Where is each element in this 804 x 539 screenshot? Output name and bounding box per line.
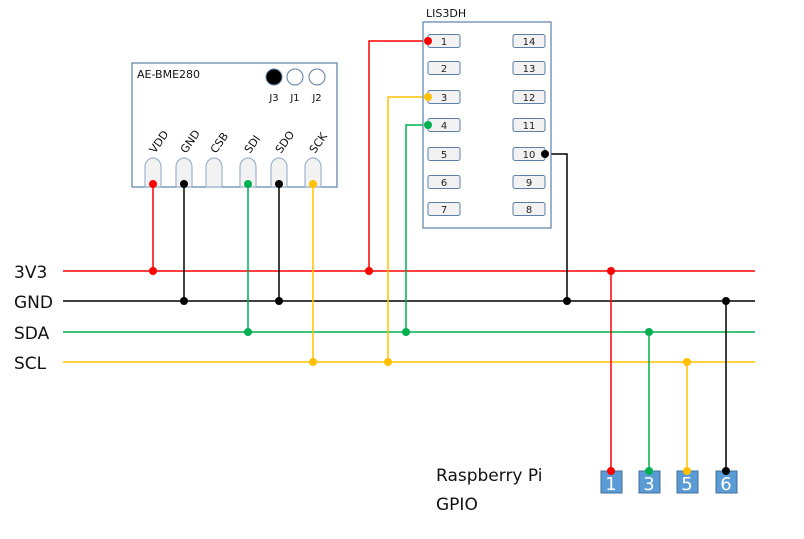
raspberry-pi: Raspberry Pi GPIO 1 3 5 6 (436, 466, 738, 515)
lis3dh-pin-label: 3 (441, 93, 447, 104)
lis3dh-pin-label: 8 (526, 205, 532, 216)
lis3dh-pin-9 (512, 175, 546, 189)
pin-dot (275, 180, 283, 188)
lis3dh-pin-label: 6 (441, 178, 447, 189)
lis3dh-pin-8 (512, 202, 546, 216)
junction-dot (563, 297, 571, 305)
rail-label-3v3: 3V3 (14, 263, 47, 283)
bme280-pin-vdd (144, 157, 162, 188)
bme280-pin-sdi (239, 157, 257, 188)
lis3dh-pin-2 (427, 61, 461, 75)
lis3dh-pin-label: 13 (523, 64, 536, 75)
lis3dh-pin-label: 7 (441, 205, 447, 216)
rail-label-gnd: GND (14, 293, 53, 313)
rpi-title: Raspberry Pi (436, 466, 543, 486)
pin-dot (645, 467, 653, 475)
bme280-pin-csb (205, 157, 223, 188)
lis3dh-pin-13 (512, 61, 546, 75)
lis3dh-pin-label: 11 (523, 121, 536, 132)
bme280-pin-sck (304, 157, 322, 188)
rail-label-sda: SDA (14, 324, 50, 344)
junction-dot (402, 328, 410, 336)
pin-dot (683, 467, 691, 475)
jumper-j2 (308, 68, 326, 86)
bme280-pin-gnd (175, 157, 193, 188)
jumper-label: J2 (311, 93, 321, 104)
gpio-pin-label: 5 (681, 474, 692, 495)
wire-lis3dh-3 (387, 96, 428, 362)
jumper-j1 (286, 68, 304, 86)
junction-dot (309, 358, 317, 366)
lis3dh-pin-label: 5 (441, 150, 447, 161)
junction-dot (722, 297, 730, 305)
lis3dh-title: LIS3DH (426, 7, 466, 20)
lis3dh-pin-label: 9 (526, 178, 532, 189)
lis3dh-pin-12 (512, 90, 546, 104)
junction-dot (607, 267, 615, 275)
bme280-title: AE-BME280 (137, 68, 200, 81)
gpio-pin-label: 3 (643, 474, 654, 495)
junction-dot (275, 297, 283, 305)
wire-lis3dh-10 (545, 153, 568, 301)
pin-dot (541, 150, 549, 158)
lis3dh-pin-label: 12 (523, 93, 536, 104)
lis3dh-pin-label: 10 (523, 150, 536, 161)
junction-dot (180, 297, 188, 305)
jumper-j3 (265, 68, 283, 86)
lis3dh-pin-5 (427, 147, 461, 161)
junction-dot (365, 267, 373, 275)
lis3dh-pin-label: 2 (441, 64, 447, 75)
pin-dot (180, 180, 188, 188)
pin-dot (607, 467, 615, 475)
rail-label-scl: SCL (14, 354, 47, 374)
lis3dh-pin-7 (427, 202, 461, 216)
bme280-jumpers: J3 J1 J2 (265, 68, 326, 104)
jumper-label: J3 (268, 93, 278, 104)
jumper-label: J1 (289, 93, 299, 104)
pin-dot (149, 180, 157, 188)
lis3dh-pin-label: 4 (441, 121, 447, 132)
rpi-subtitle: GPIO (436, 495, 478, 515)
wire-lis3dh-1 (368, 40, 428, 271)
pin-dot (424, 37, 432, 45)
junction-dot (244, 328, 252, 336)
gpio-pin-label: 6 (720, 474, 731, 495)
junction-dot (149, 267, 157, 275)
junction-dots (149, 37, 730, 475)
lis3dh-pin-14 (512, 34, 546, 48)
lis3dh-pin-11 (512, 118, 546, 132)
bme280-pin-sdo (270, 157, 288, 188)
lis3dh-pin-label: 14 (523, 37, 536, 48)
rpi-gpio-pins: 1 3 5 6 (600, 470, 738, 495)
wires (152, 40, 727, 471)
lis3dh-pin-6 (427, 175, 461, 189)
pin-dot (424, 121, 432, 129)
junction-dot (645, 328, 653, 336)
junction-dot (384, 358, 392, 366)
pin-dot (244, 180, 252, 188)
gpio-pin-label: 1 (605, 474, 616, 495)
bme280-board (131, 62, 338, 188)
wire-lis3dh-4 (405, 124, 428, 332)
pin-dot (309, 180, 317, 188)
junction-dot (683, 358, 691, 366)
lis3dh-pin-label: 1 (441, 37, 447, 48)
pin-dot (424, 93, 432, 101)
pin-dot (722, 467, 730, 475)
